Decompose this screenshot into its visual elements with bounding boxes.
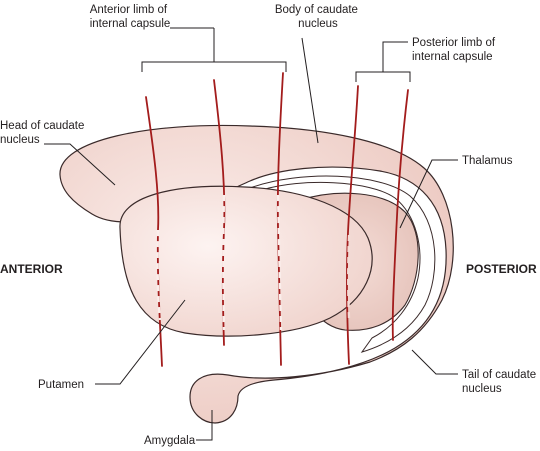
label-putamen: Putamen xyxy=(38,379,84,391)
putamen-shape xyxy=(119,185,373,337)
label-tail-caudate: Tail of caudate nucleus xyxy=(462,369,539,395)
leader-putamen xyxy=(95,299,186,385)
anterior-fiber-1-dashed xyxy=(156,229,162,321)
label-posterior-limb: Posterior limb of internal capsule xyxy=(412,37,498,63)
label-anterior-limb: Anterior limb of internal capsule xyxy=(90,4,171,30)
label-anterior: ANTERIOR xyxy=(0,262,63,276)
leader-tail-caudate xyxy=(411,349,458,375)
posterior-limb-fiber-1 xyxy=(346,85,359,365)
label-thalamus: Thalamus xyxy=(462,155,513,167)
anterior-limb-bracket xyxy=(141,28,287,72)
leader-head-caudate xyxy=(44,143,116,186)
label-head-caudate: Head of caudate nucleus xyxy=(0,120,88,146)
leader-amygdala xyxy=(196,410,213,441)
label-amygdala: Amygdala xyxy=(144,435,196,447)
label-body-caudate: Body of caudate nucleus xyxy=(275,4,361,30)
leader-thalamus xyxy=(399,159,458,229)
leader-body-caudate xyxy=(301,37,319,144)
anterior-fiber-3-dashed xyxy=(276,194,283,331)
posterior-limb-bracket xyxy=(355,41,411,82)
posterior-limb-fiber-2 xyxy=(391,89,409,341)
label-posterior: POSTERIOR xyxy=(466,262,537,276)
anterior-fiber-2-dashed xyxy=(222,194,226,331)
posterior-fiber-1-dashed xyxy=(347,234,351,319)
